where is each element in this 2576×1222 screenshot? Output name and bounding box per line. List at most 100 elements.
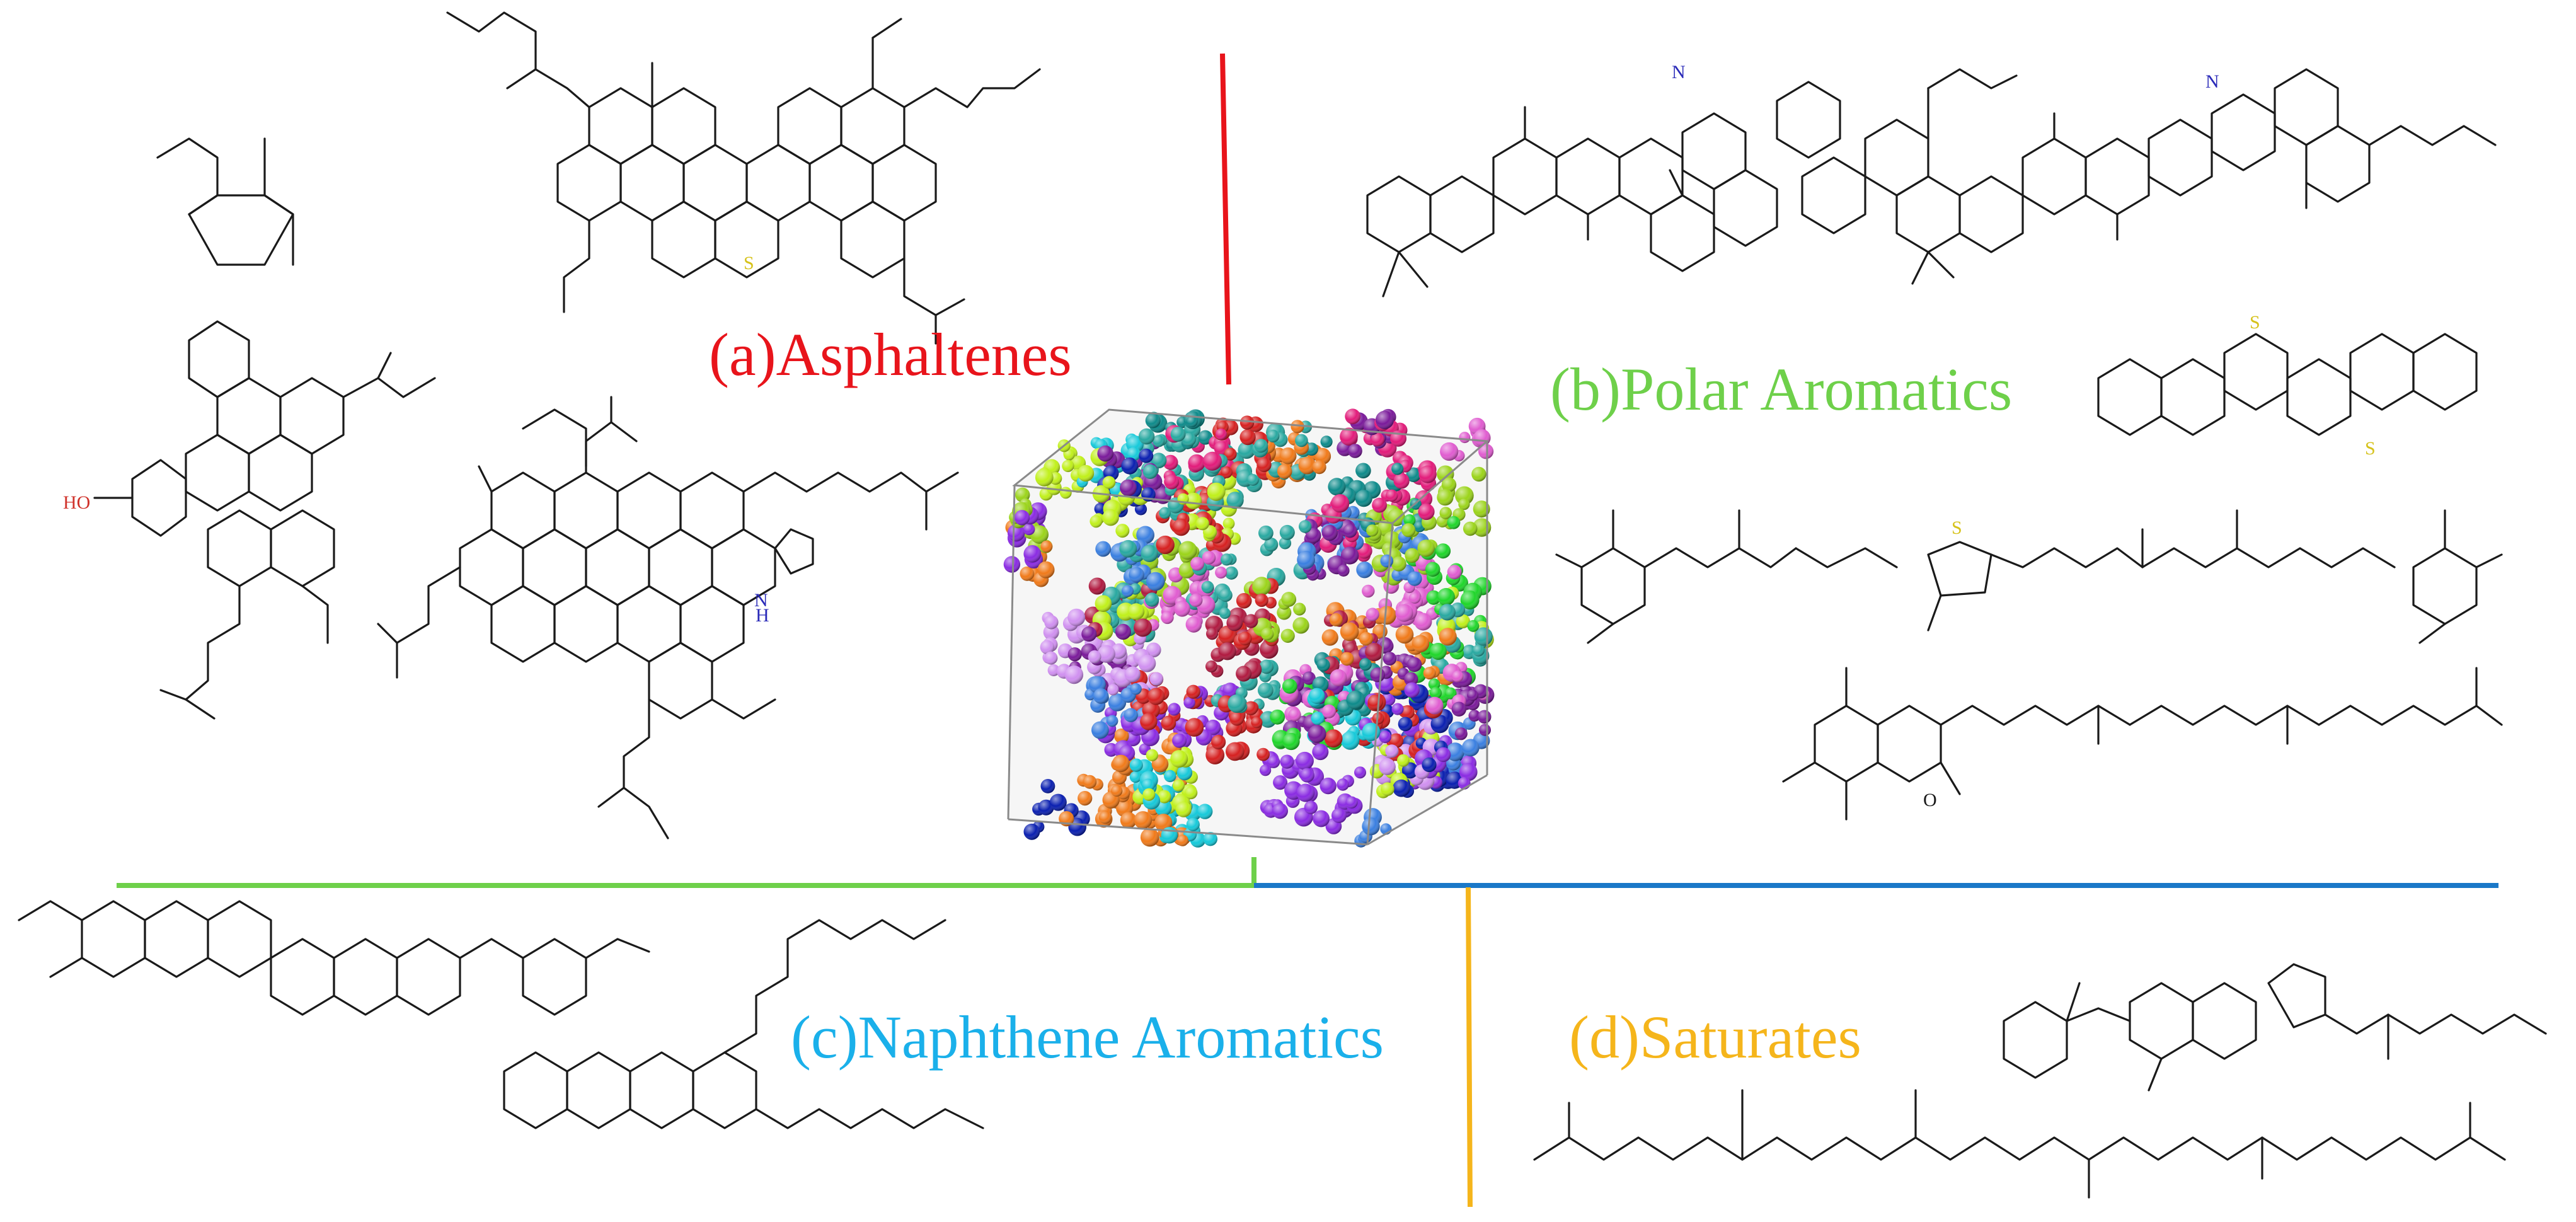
atom-sphere-shading (1393, 473, 1410, 489)
atom-sphere-shading (1401, 762, 1418, 779)
atom-sphere-shading (1040, 779, 1055, 793)
atom-sphere-shading (1088, 650, 1101, 664)
atom-sphere-shading (1189, 593, 1203, 608)
atom-sphere-shading (1059, 487, 1072, 499)
atom-sphere-shading (1295, 434, 1308, 447)
atom-sphere-shading (1186, 817, 1200, 831)
naphthene-aromatic-molecule-2 (503, 919, 984, 1129)
atom-sphere-shading (1176, 764, 1193, 781)
atom-sphere-shading (1195, 517, 1209, 531)
label-naphthene-aromatics: (c)Naphthene Aromatics (791, 1003, 1384, 1071)
atom-sphere-shading (1375, 410, 1394, 430)
atom-sphere-shading (1168, 703, 1181, 716)
atom-sphere-shading (1090, 515, 1103, 528)
atom-sphere-shading (1321, 524, 1338, 541)
atom-sphere-shading (1441, 477, 1457, 492)
atom-sphere-shading (1067, 647, 1082, 662)
atom-sphere-shading (1153, 435, 1165, 447)
atom-sphere-shading (1380, 554, 1394, 568)
atom-sphere-shading (1320, 435, 1333, 448)
atom-sphere-shading (1337, 564, 1350, 577)
atom-sphere-shading (1221, 466, 1233, 478)
atom-sphere-shading (1397, 754, 1410, 767)
atom-sphere-shading (1149, 672, 1163, 686)
atom-sphere-shading (1400, 705, 1415, 720)
atom-sphere-shading (1460, 591, 1480, 609)
atom-sphere-shading (1418, 465, 1437, 483)
atom-sphere-shading (1183, 696, 1195, 709)
atom-sphere-shading (1040, 540, 1053, 553)
atom-sphere-shading (1140, 827, 1159, 847)
atom-sphere-shading (1398, 717, 1413, 732)
atom-sphere-shading (1164, 474, 1180, 490)
atom-sphere-shading (1064, 666, 1084, 684)
atom-sphere-shading (1406, 657, 1422, 672)
atom-sphere-shading (1267, 429, 1280, 443)
atom-sphere-shading (1119, 539, 1137, 558)
atom-sphere-shading (1435, 543, 1451, 559)
atom-sphere-shading (1218, 642, 1236, 660)
atom-sphere-shading (1144, 592, 1159, 607)
atom-sphere-shading (1182, 432, 1196, 447)
atom-sphere-shading (1142, 464, 1158, 480)
atom-sphere-shading (1129, 567, 1144, 583)
atom-sphere-shading (1471, 466, 1486, 482)
atom-sphere-shading (1020, 566, 1035, 581)
atom-sphere-shading (1330, 669, 1347, 686)
label-saturates: (d)Saturates (1569, 1003, 1861, 1071)
atom-sphere-shading (1129, 771, 1142, 783)
atom-sphere-shading (1403, 514, 1416, 526)
atom-sphere-shading (1472, 644, 1485, 657)
atom-sphere-shading (1062, 459, 1074, 473)
atom-sphere-shading (1385, 744, 1399, 758)
atom-sphere-shading (1215, 567, 1228, 579)
atom-sphere-shading (1146, 572, 1165, 591)
atom-sphere-shading (1129, 758, 1143, 772)
asphaltene-molecule-top (446, 11, 1041, 345)
atom-sphere-shading (1282, 732, 1300, 751)
atom-sphere-shading (1277, 605, 1292, 620)
atom-o-chroman: O (1923, 790, 1937, 810)
atom-sphere-shading (1138, 428, 1155, 445)
atom-sphere-shading (1261, 627, 1274, 641)
atom-sphere-shading (1366, 608, 1379, 621)
atom-n-pyrrole: N (754, 590, 768, 611)
atom-sphere-shading (1393, 779, 1410, 797)
atom-sphere-shading (1354, 766, 1366, 779)
atom-sphere-shading (1345, 408, 1360, 424)
atom-sphere-shading (1202, 551, 1216, 565)
atom-sphere-shading (1185, 616, 1202, 633)
atom-sphere-shading (1282, 679, 1297, 694)
atom-sphere-shading (1272, 803, 1288, 819)
atom-sphere-shading (1088, 577, 1106, 595)
atom-n-polar-1: N (1672, 62, 1686, 83)
atom-sphere-shading (1243, 701, 1258, 716)
atom-sphere-shading (1236, 593, 1252, 609)
atom-sphere-shading (1370, 667, 1385, 683)
atom-sphere-shading (1127, 603, 1145, 620)
atom-sphere-shading (1298, 456, 1316, 475)
atom-sphere-shading (1279, 537, 1292, 550)
atom-sphere-shading (1142, 788, 1156, 801)
atom-sphere-shading (1371, 432, 1385, 447)
atom-sphere-shading (1259, 659, 1274, 674)
atom-sphere-shading (1280, 754, 1294, 769)
atom-sphere-shading (1340, 622, 1359, 642)
atom-sphere-shading (1355, 490, 1372, 507)
atom-sphere-shading (1406, 467, 1421, 482)
atom-sphere-shading (1112, 754, 1130, 773)
atom-sphere-shading (1386, 489, 1398, 502)
atom-sphere-shading (1270, 709, 1285, 725)
atom-sphere-shading (1138, 654, 1156, 672)
asphaltene-molecule-left (93, 137, 436, 720)
atom-sphere-shading (1324, 729, 1343, 748)
atom-s-thiophene: S (1952, 517, 1962, 538)
atom-sphere-shading (1014, 510, 1030, 526)
atom-sphere-shading (1205, 746, 1225, 764)
atom-sphere-shading (1201, 580, 1214, 594)
atom-sphere-shading (1161, 611, 1174, 625)
atom-sphere-shading (1447, 516, 1461, 529)
atom-sphere-shading (1468, 710, 1481, 722)
divider-red (1220, 53, 1231, 385)
atom-s-polar-bottom: S (2365, 438, 2376, 459)
